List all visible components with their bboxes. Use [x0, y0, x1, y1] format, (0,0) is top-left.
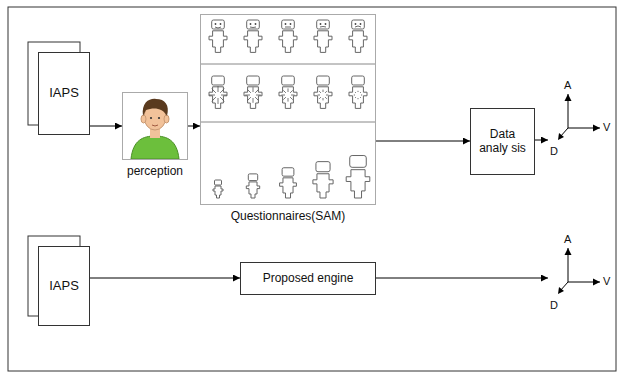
- arrow-connector: [376, 141, 470, 142]
- axis-label: V: [603, 275, 610, 288]
- box-label: Proposed engine: [263, 272, 354, 286]
- image-box: Questionnaires(SAM): [200, 14, 376, 205]
- arrow-connector: [535, 140, 548, 141]
- vad-axes: A V D: [548, 232, 614, 322]
- axes-lines: [548, 38, 614, 163]
- axis-label: A: [564, 233, 571, 246]
- box-label: Data analy sis: [475, 128, 530, 156]
- vad-axes: A V D: [548, 38, 614, 163]
- axis-label: A: [564, 79, 571, 92]
- box-label: IAPS: [49, 279, 79, 294]
- axis-label: D: [550, 145, 558, 158]
- person-figure: [131, 99, 179, 159]
- arrow-connector: [90, 126, 122, 127]
- axis-label: D: [550, 299, 558, 312]
- caption-label: perception: [127, 165, 183, 179]
- outer-frame: [8, 7, 616, 371]
- process-box: IAPS: [38, 246, 90, 326]
- box-label: IAPS: [49, 86, 79, 101]
- arrow-connector: [188, 126, 200, 127]
- process-box: Proposed engine: [240, 262, 376, 295]
- image-box: perception: [122, 92, 188, 160]
- axis-label: V: [603, 121, 610, 134]
- sam-manikins: [201, 20, 375, 198]
- process-box: IAPS: [38, 52, 90, 135]
- arrow-connector: [376, 278, 548, 279]
- caption-label: Questionnaires(SAM): [231, 210, 346, 224]
- process-box: Data analy sis: [470, 108, 535, 175]
- arrow-connector: [90, 278, 240, 279]
